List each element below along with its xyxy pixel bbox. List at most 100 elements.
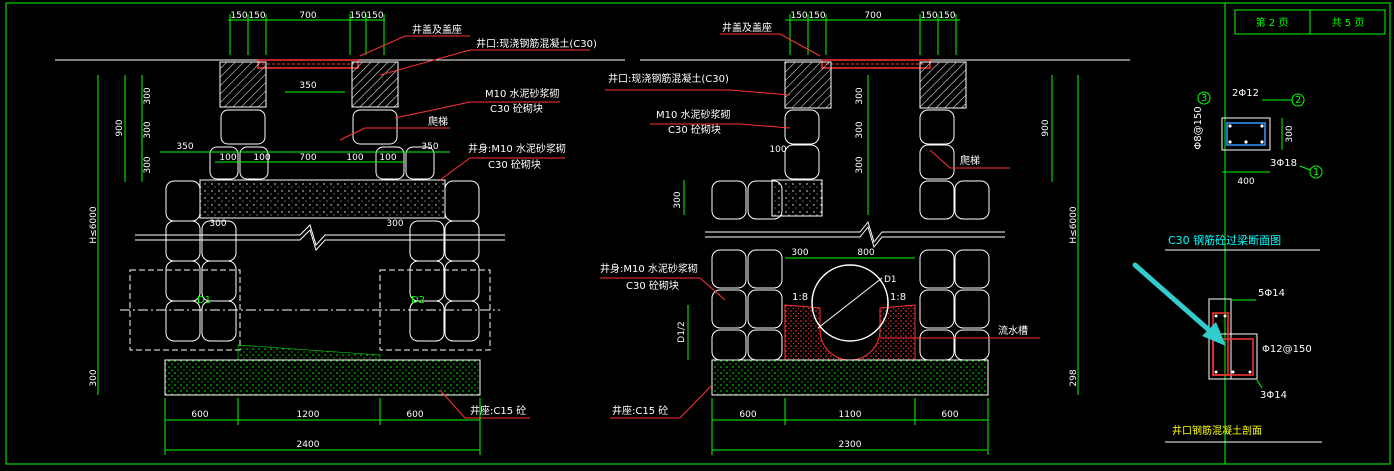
top-dim-2: 150	[248, 11, 265, 21]
dim-100-a: 100	[219, 153, 236, 163]
lintel-beam	[199, 179, 446, 219]
left-side-dim-h: H≤6000	[89, 206, 99, 243]
page-total: 共 5 页	[1332, 17, 1365, 29]
base-slab	[164, 359, 481, 396]
body-brick-walls	[165, 180, 480, 342]
slope-right: 1:8	[890, 292, 906, 303]
left-side-dim-900: 900	[115, 119, 125, 136]
r-base-slab	[711, 359, 989, 396]
pointer-arrow-head	[1202, 322, 1226, 346]
pipe-d2-label: D2	[411, 295, 425, 306]
r-neck-left-concrete	[784, 61, 832, 109]
ladder-label: 爬梯	[428, 115, 448, 128]
neck-left-concrete	[219, 61, 267, 108]
r-base-label: 井座:C15 砼	[612, 404, 668, 417]
r-pipe-d1-label: D1	[884, 275, 897, 285]
dim-100-b: 100	[253, 153, 270, 163]
beam-stirrup-label: Φ8@150	[1193, 106, 1204, 149]
r-left-300: 300	[673, 191, 683, 208]
beam-section-detail: 2Φ12 2 3 Φ8@150 300 3Φ18 1 400 C30 钢筋砼过梁…	[1165, 88, 1323, 251]
r-brick-walls	[711, 109, 990, 361]
r-side-300-c: 300	[855, 156, 865, 173]
right-section-view: 150 150 700 150 150	[600, 11, 1130, 455]
drawing-border	[5, 2, 1391, 465]
beam-section-title: C30 钢筋砼过梁断面图	[1168, 233, 1281, 247]
beam-bottom-bar: 3Φ18	[1270, 158, 1297, 169]
neck-section-detail: 5Φ14 Φ12@150 3Φ14 井口钢筋混凝土剖面	[1132, 262, 1322, 443]
beam-width: 400	[1237, 177, 1254, 187]
cover-label: 井盖及盖座	[412, 23, 462, 36]
neck-wall-label-1: M10 水泥砂浆砌	[485, 87, 560, 100]
dim-100-d: 100	[379, 153, 396, 163]
top-dim-5: 150	[366, 11, 383, 21]
r-ladder-label: 爬梯	[960, 154, 980, 167]
channel-label: 流水槽	[998, 324, 1028, 337]
top-dim-1: 150	[230, 11, 247, 21]
r-bottom-dim-1100: 1100	[839, 410, 862, 420]
beam-top-bar: 2Φ12	[1232, 88, 1259, 99]
base-label: 井座:C15 砼	[470, 404, 526, 417]
neck-brick-walls	[209, 109, 435, 180]
channel-slope	[237, 344, 381, 361]
beam-section-outline	[1221, 117, 1271, 151]
r-dim-100: 100	[769, 145, 786, 155]
r-side-300-b: 300	[855, 121, 865, 138]
r-side-300-a: 300	[855, 87, 865, 104]
r-dim-d-half: D1/2	[677, 321, 687, 342]
pipe-circle	[811, 264, 889, 342]
neck-stirrup: Φ12@150	[1262, 344, 1312, 355]
beam-dim-300-b: 300	[386, 219, 403, 229]
r-body-label-2: C30 砼砌块	[626, 279, 679, 292]
r-dim-800: 800	[857, 248, 874, 258]
r-bottom-dim-600-left: 600	[739, 410, 756, 420]
beam-dim-300-a: 300	[209, 219, 226, 229]
neck-rebar-horizontal	[1212, 338, 1254, 376]
top-dim-3: 700	[299, 11, 316, 21]
inlet-pipe	[129, 269, 241, 351]
flow-channel	[784, 304, 916, 361]
r-top-dim-4: 150	[920, 11, 937, 21]
beam-mark-2: 2	[1295, 95, 1301, 106]
slope-left: 1:8	[792, 292, 808, 303]
left-side-dim-300-c: 300	[143, 156, 153, 173]
r-top-dim-1: 150	[790, 11, 807, 21]
neck-right-concrete	[351, 61, 399, 108]
body-label-1: 井身:M10 水泥砂浆砌	[468, 142, 566, 155]
neck-rebar-vertical	[1212, 312, 1229, 376]
r-bottom-dim-600-right: 600	[941, 410, 958, 420]
r-neck-wall-label-1: M10 水泥砂浆砌	[656, 108, 731, 121]
r-cover-label: 井盖及盖座	[722, 21, 772, 34]
r-top-dim-2: 150	[808, 11, 825, 21]
break-line	[135, 224, 505, 246]
dim-100-c: 100	[346, 153, 363, 163]
neck-label: 井口:现浇钢筋混凝土(C30)	[476, 37, 597, 50]
r-side-h: H≤6000	[1069, 206, 1079, 243]
pointer-arrow-shaft	[1132, 262, 1221, 341]
neck-top-bar: 5Φ14	[1258, 288, 1285, 299]
neck-bottom-bar: 3Φ14	[1260, 390, 1287, 401]
page-number: 第 2 页	[1256, 16, 1289, 29]
r-break-line	[705, 220, 1005, 244]
body-label-2: C30 砼砌块	[488, 158, 541, 171]
left-side-dim-300-b: 300	[143, 121, 153, 138]
r-dim-300: 300	[791, 248, 808, 258]
beam-height: 300	[1285, 125, 1295, 142]
beam-stirrup	[1226, 122, 1266, 146]
r-inner-beam	[771, 179, 823, 217]
bottom-dim-600-right: 600	[406, 410, 423, 420]
beam-mark-3: 3	[1201, 93, 1207, 104]
pipe-d1-label: D1	[197, 295, 211, 306]
r-side-900: 900	[1041, 119, 1051, 136]
beam-mark-1: 1	[1313, 167, 1319, 178]
r-base-298: 298	[1069, 369, 1079, 386]
r-bottom-total-2300: 2300	[839, 440, 862, 450]
left-section-view: 150 150 700 150 150	[55, 11, 625, 455]
inner-dim-350: 350	[299, 81, 316, 91]
dim-700: 700	[299, 153, 316, 163]
bottom-dim-1200: 1200	[297, 410, 320, 420]
bottom-dim-600-left: 600	[191, 410, 208, 420]
left-base-dim-300: 300	[89, 369, 99, 386]
r-body-label-1: 井身:M10 水泥砂浆砌	[600, 262, 698, 275]
